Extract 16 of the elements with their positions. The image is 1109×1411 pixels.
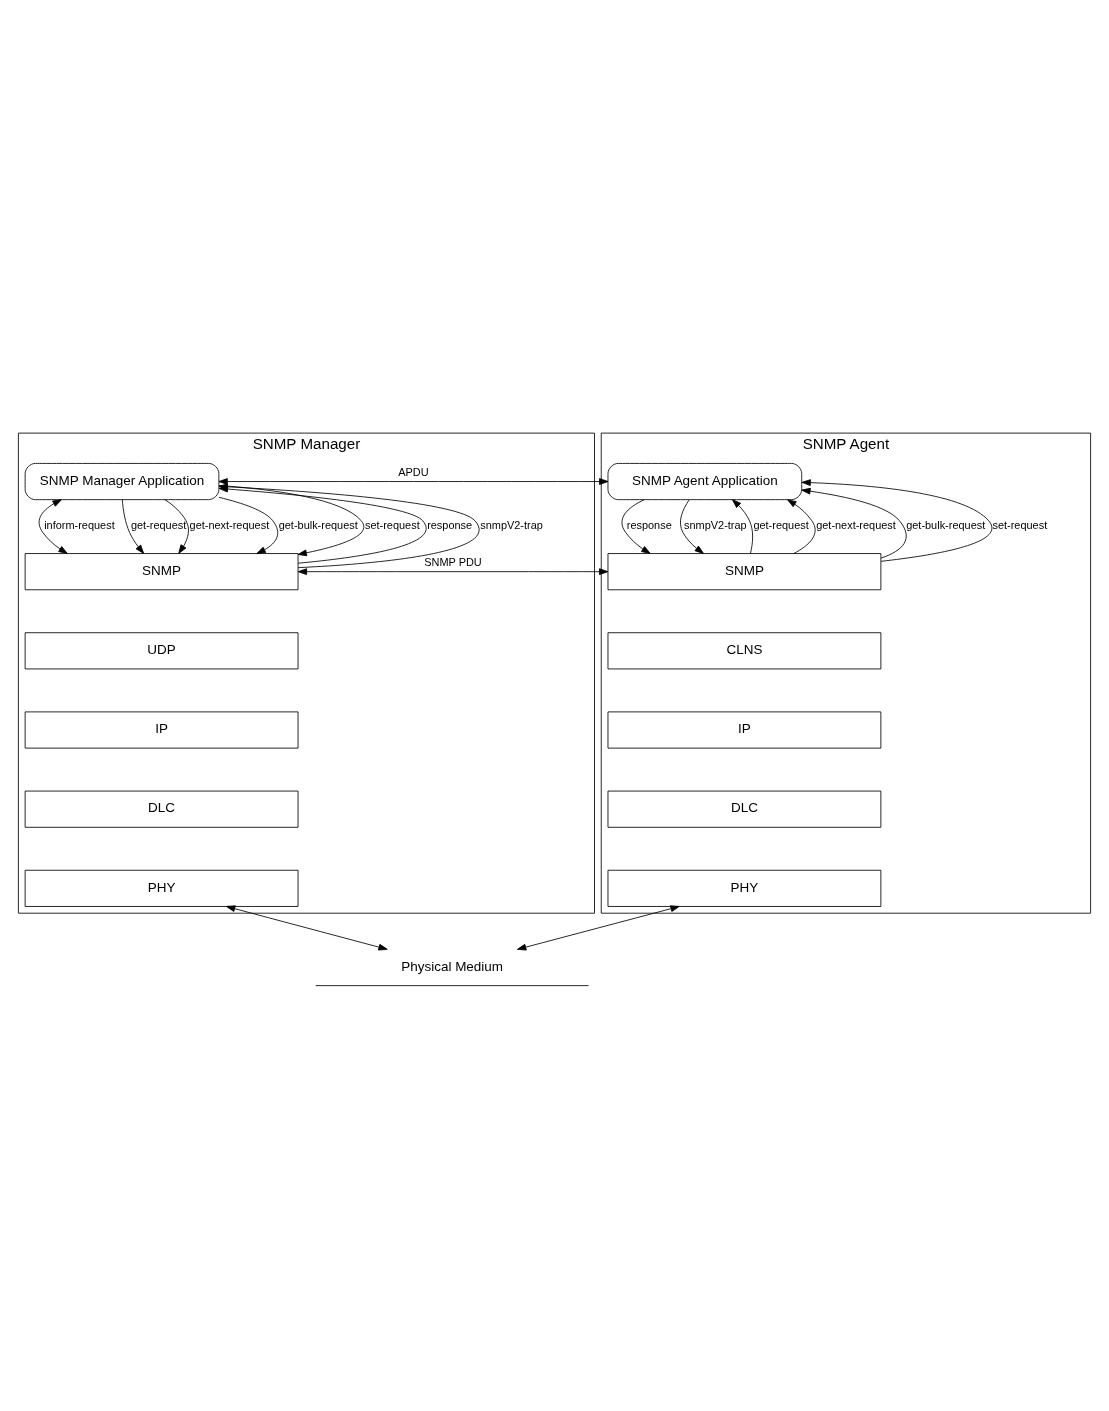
edge-label: snmpV2-trap <box>684 518 747 531</box>
edge-label: snmpV2-trap <box>480 518 543 531</box>
edge-label: set-request <box>992 518 1048 531</box>
edge-label: get-bulk-request <box>278 518 358 531</box>
edge-label: response <box>427 518 473 531</box>
edge-label: get-request <box>130 518 187 531</box>
edge-label: SNMP PDU <box>424 555 482 568</box>
edge-label: set-request <box>365 518 420 531</box>
edge-label: APDU <box>398 465 429 478</box>
edge-label: inform-request <box>44 518 115 531</box>
edge-label: response <box>626 518 672 531</box>
edge-label: get-next-request <box>189 518 270 531</box>
edge-label: get-request <box>753 518 809 531</box>
edge-label: get-next-request <box>816 518 896 531</box>
node-text: Physical Medium <box>401 958 504 974</box>
edge-label: get-bulk-request <box>906 518 986 531</box>
